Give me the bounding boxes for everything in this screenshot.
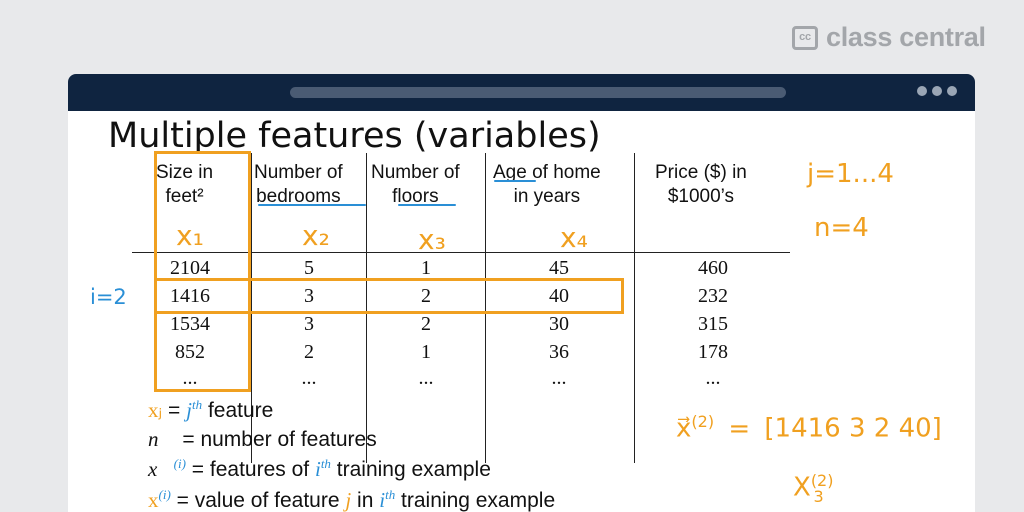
example-scalar: X(2)3 <box>793 471 834 506</box>
age-underline <box>494 180 536 182</box>
table-divider <box>366 153 367 463</box>
feature-label-x2: x₂ <box>302 219 330 252</box>
table-header-rule <box>132 252 790 253</box>
lecture-slide: Multiple features (variables) Size in fe… <box>90 116 942 512</box>
n-value-note: n=4 <box>814 213 869 243</box>
table-divider <box>485 153 486 463</box>
header-size: Size in feet² <box>156 162 214 207</box>
row-highlight <box>154 278 624 314</box>
window-menu-dots-icon[interactable] <box>917 86 957 96</box>
class-central-icon: cc <box>792 25 818 50</box>
table-divider <box>251 153 252 463</box>
window-titlebar <box>68 74 975 111</box>
legend-line-2: n = number of features <box>148 427 377 451</box>
legend-line-3: x⃗(i) = features of ith training example <box>148 456 491 481</box>
example-vector: x⃗(2) = [1416 3 2 40] <box>676 412 942 444</box>
brand-logo: cc class central <box>792 22 986 53</box>
column-highlight <box>154 151 251 392</box>
header-price: Price ($) in $1000’s <box>655 162 747 207</box>
address-bar[interactable] <box>290 87 786 98</box>
bedrooms-underline <box>258 204 366 206</box>
feature-label-x4: x₄ <box>560 221 588 254</box>
table-divider <box>634 153 635 463</box>
legend-line-4: x(i) = value of feature j in ith trainin… <box>148 487 556 512</box>
j-range-note: j=1...4 <box>807 159 894 189</box>
header-bedrooms: Number of bedrooms <box>254 162 343 207</box>
header-age: Age of home in years <box>493 162 601 207</box>
slide-title: Multiple features (variables) <box>108 116 601 156</box>
brand-name: class central <box>826 22 986 52</box>
i-value-note: i=2 <box>90 285 127 309</box>
header-floors: Number of floors <box>371 162 460 207</box>
floors-underline <box>398 204 456 206</box>
legend-line-1: xⱼ = jth feature <box>148 397 274 422</box>
feature-label-x3: x₃ <box>418 223 446 256</box>
feature-label-x1: x₁ <box>176 219 204 252</box>
browser-window: Multiple features (variables) Size in fe… <box>68 74 975 512</box>
